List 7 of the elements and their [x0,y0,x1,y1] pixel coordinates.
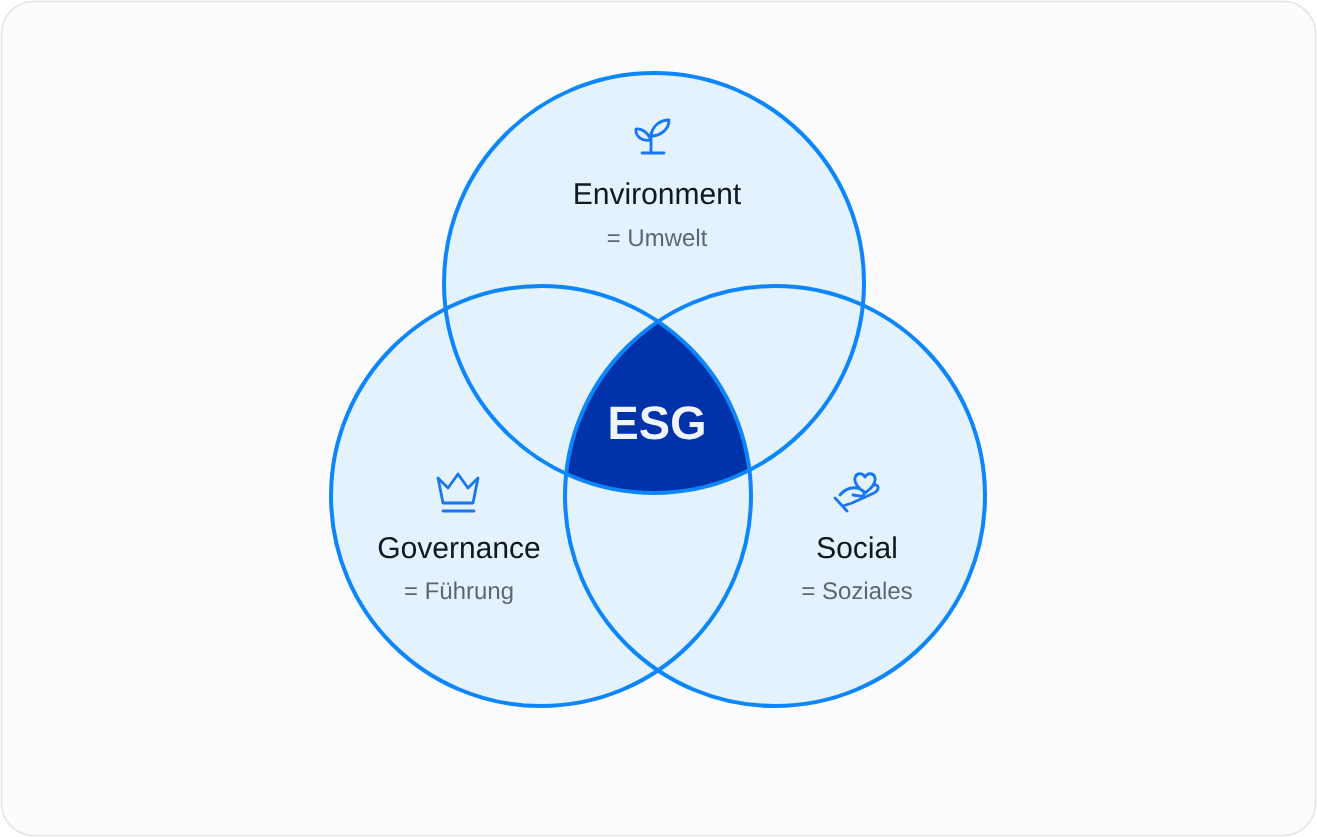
circle-title: Governance [378,537,540,559]
circle-title: Social [817,536,896,559]
circle-subtitle: = Umwelt [607,228,708,247]
center-region: ESG [566,321,750,493]
circle-subtitle: = Soziales [802,581,912,600]
circle-subtitle: = Führung [405,581,513,604]
circle-title: Environment [575,182,741,205]
